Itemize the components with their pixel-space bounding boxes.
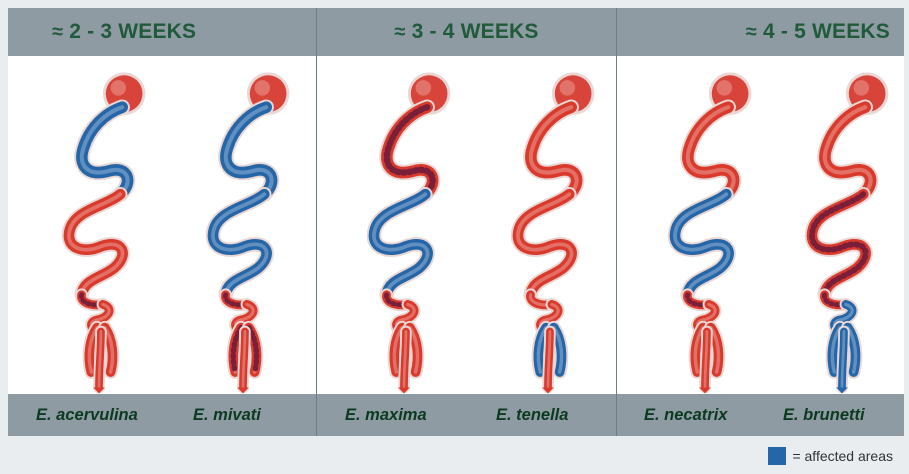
species-label: E. maxima: [345, 394, 427, 436]
gizzard-highlight: [416, 80, 431, 95]
approx-symbol: ≈: [394, 21, 405, 44]
species-label: E. necatrix: [644, 394, 727, 436]
gizzard-highlight: [560, 80, 575, 95]
legend-label: = affected areas: [792, 448, 893, 464]
panel-footer: E. maxima E. tenella: [317, 394, 616, 436]
intestine-illustration-e-necatrix: [647, 64, 763, 394]
panel-2-3-weeks: ≈ 2 - 3 WEEKS E. acervulina E. mivati: [8, 8, 317, 436]
approx-symbol: ≈: [52, 21, 63, 44]
age-range-label: 2 - 3 WEEKS: [69, 20, 196, 44]
coccidiosis-diagram: ≈ 2 - 3 WEEKS E. acervulina E. mivati ≈ …: [8, 8, 904, 436]
panel-body: [8, 56, 316, 394]
panel-4-5-weeks: ≈ 4 - 5 WEEKS E. necatrix E. brunetti: [617, 8, 904, 436]
intestine-illustration-e-tenella: [490, 64, 606, 394]
legend: = affected areas: [768, 447, 893, 465]
age-range-label: 3 - 4 WEEKS: [412, 20, 539, 44]
panel-header: ≈ 2 - 3 WEEKS: [8, 8, 316, 56]
approx-symbol: ≈: [746, 21, 757, 44]
gizzard-highlight: [854, 80, 869, 95]
gizzard-highlight: [717, 80, 732, 95]
panel-header: ≈ 4 - 5 WEEKS: [617, 8, 904, 56]
species-label: E. brunetti: [783, 394, 865, 436]
panel-body: [317, 56, 616, 394]
panel-footer: E. necatrix E. brunetti: [617, 394, 904, 436]
intestine-illustration-e-mivati: [185, 64, 301, 394]
panel-3-4-weeks: ≈ 3 - 4 WEEKS E. maxima E. tenella: [317, 8, 617, 436]
panel-body: [617, 56, 904, 394]
gizzard-highlight: [255, 80, 270, 95]
intestine-illustration-e-maxima: [346, 64, 462, 394]
species-label: E. tenella: [496, 394, 568, 436]
intestine-illustration-e-brunetti: [784, 64, 900, 394]
species-label: E. mivati: [193, 394, 261, 436]
panel-footer: E. acervulina E. mivati: [8, 394, 316, 436]
intestine-illustration-e-acervulina: [41, 64, 157, 394]
gizzard-highlight: [111, 80, 126, 95]
affected-color-swatch: [768, 447, 786, 465]
age-range-label: 4 - 5 WEEKS: [763, 20, 890, 44]
species-label: E. acervulina: [36, 394, 138, 436]
panel-header: ≈ 3 - 4 WEEKS: [317, 8, 616, 56]
